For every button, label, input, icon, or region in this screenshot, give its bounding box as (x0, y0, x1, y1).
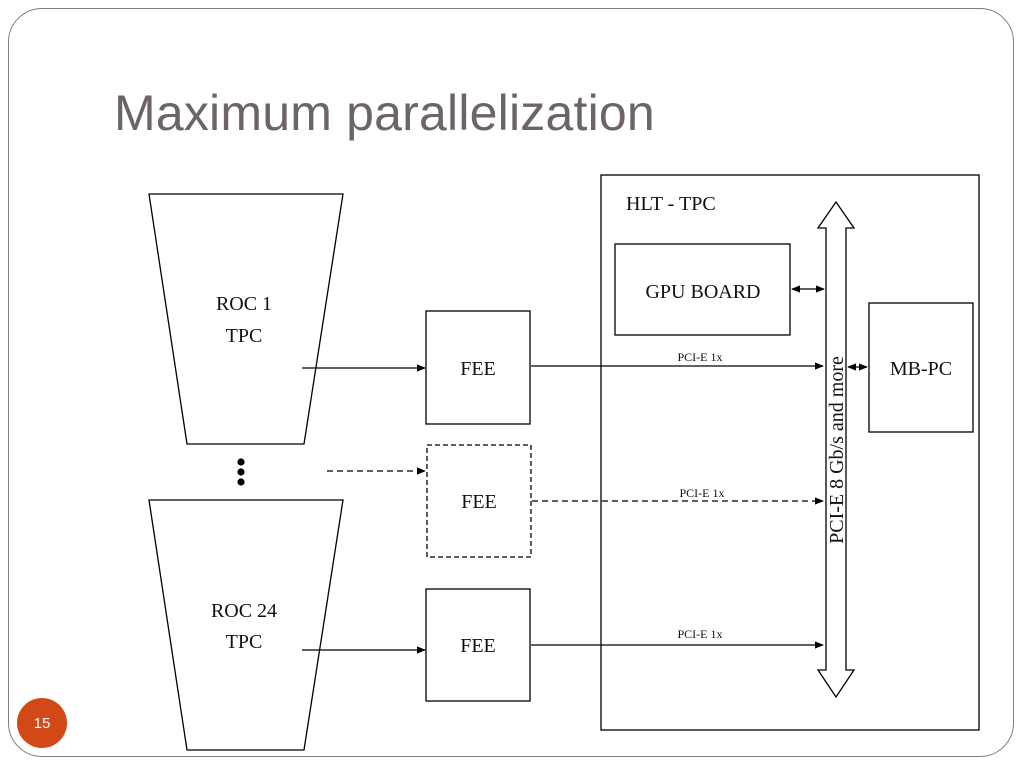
fee-box-3: FEE (425, 588, 531, 702)
fee-label: FEE (460, 635, 496, 657)
fee-box-1: FEE (425, 310, 531, 425)
pcie-bus-arrow: PCI-E 8 Gb/s and more (816, 200, 856, 699)
mb-pc-box: MB-PC (868, 302, 974, 433)
roc-1-tpc: ROC 1 TPC (148, 193, 344, 445)
roc-24-tpc: ROC 24 TPC (148, 499, 344, 751)
ellipsis-dots (237, 458, 245, 486)
roc-24-label: ROC 24 (211, 600, 277, 622)
page-number-badge: 15 (17, 698, 67, 748)
roc-1-label: ROC 1 (216, 293, 272, 315)
fee-label: FEE (460, 358, 496, 380)
fee-box-2: FEE (426, 444, 532, 558)
fee-label: FEE (461, 491, 497, 513)
link-label: PCI-E 1x (678, 350, 723, 364)
link-label: PCI-E 1x (680, 486, 725, 500)
gpu-board-box: GPU BOARD (614, 243, 791, 336)
gpu-board-label: GPU BOARD (645, 281, 760, 303)
hlt-tpc-label: HLT - TPC (626, 193, 716, 215)
roc-1-sublabel: TPC (226, 325, 263, 347)
link-label: PCI-E 1x (678, 627, 723, 641)
slide-frame (8, 8, 1014, 757)
page-number: 15 (33, 714, 51, 732)
pcie-bus-label: PCI-E 8 Gb/s and more (826, 356, 848, 544)
roc-24-sublabel: TPC (226, 631, 263, 653)
slide-title: Maximum parallelization (114, 85, 655, 141)
mb-pc-label: MB-PC (890, 358, 952, 380)
hlt-tpc-box: HLT - TPC (600, 174, 980, 731)
